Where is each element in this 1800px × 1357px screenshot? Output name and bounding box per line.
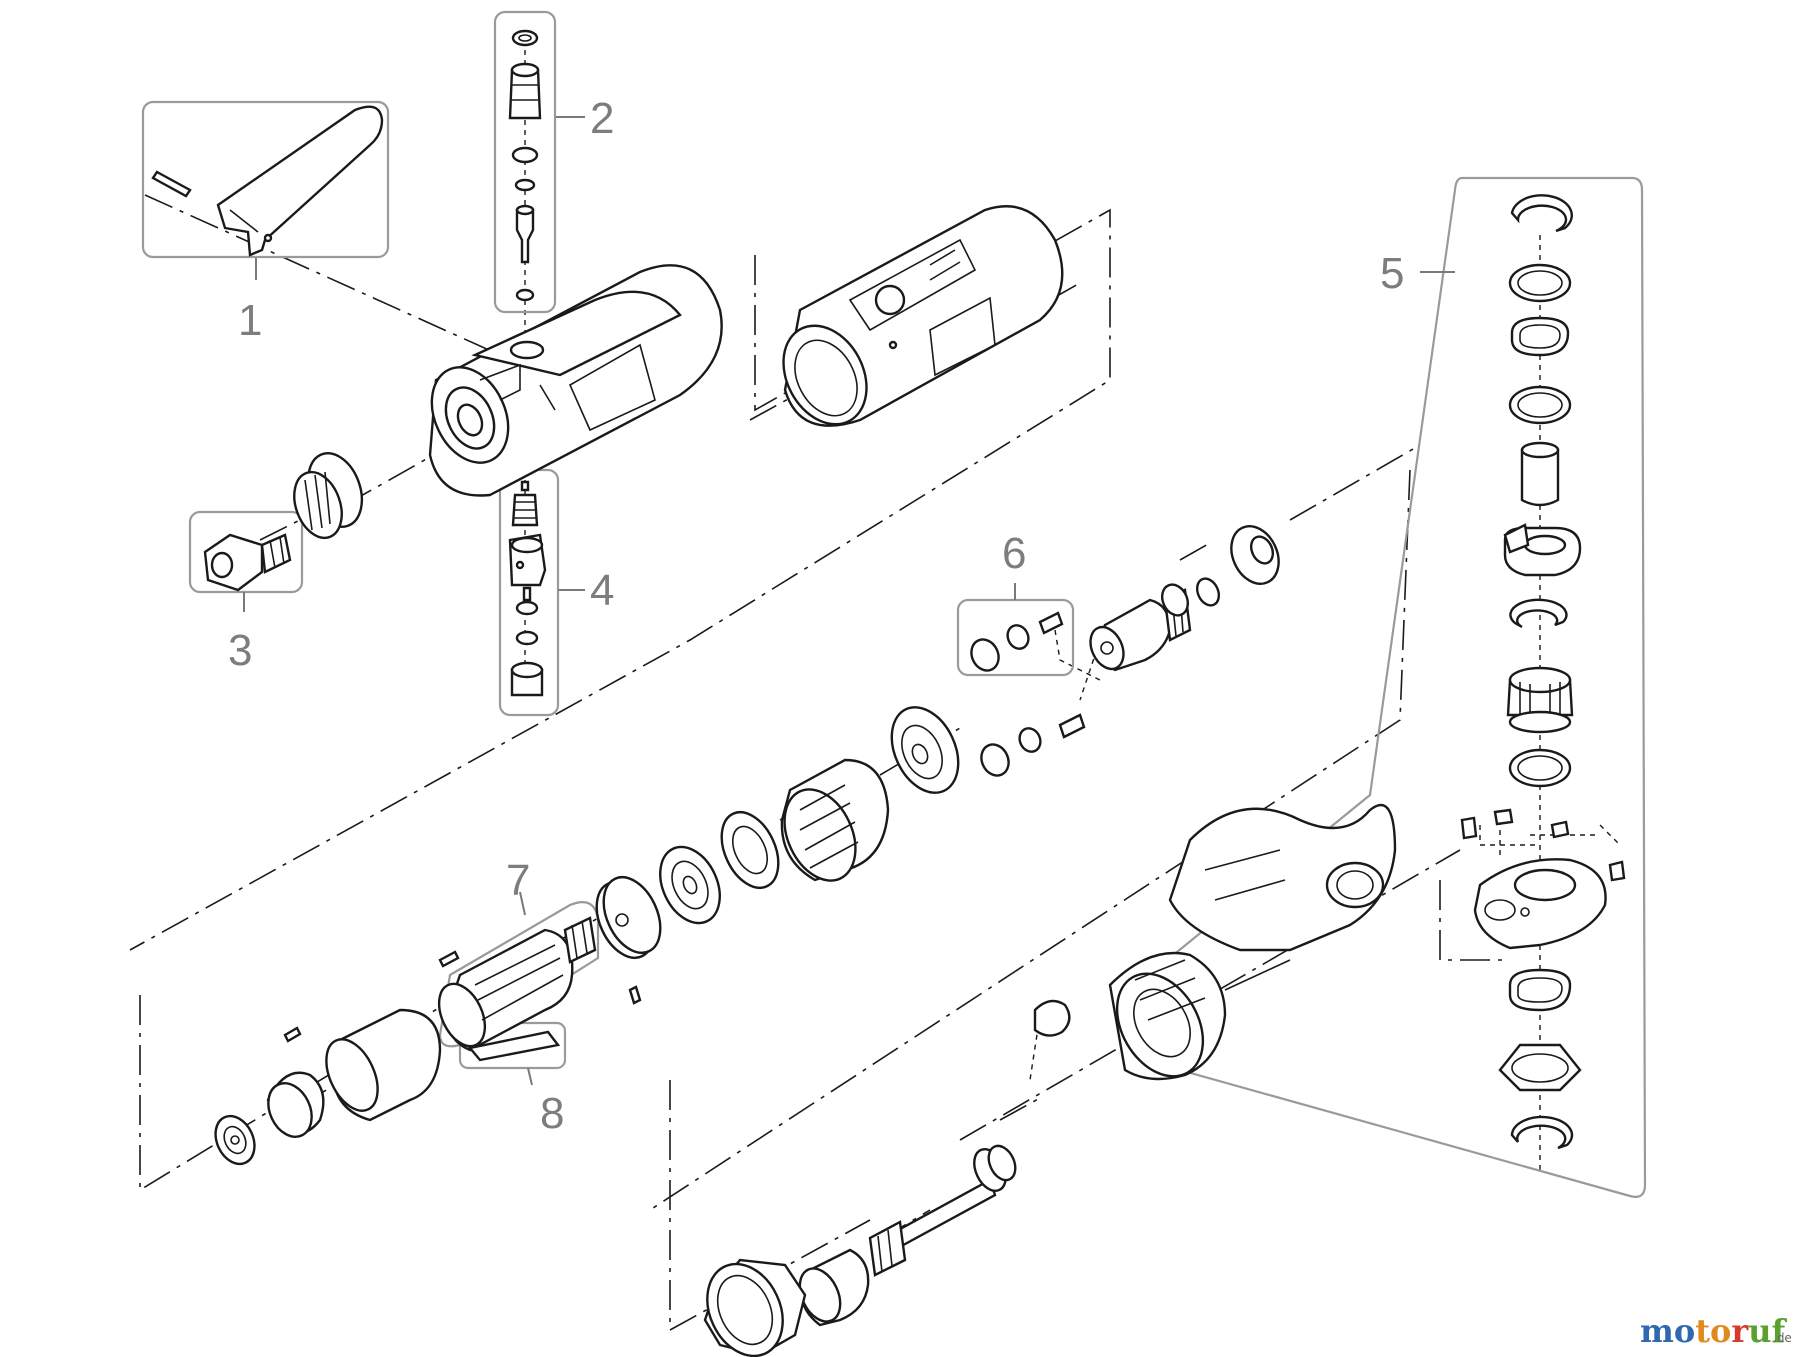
watermark-letter: m (1640, 1312, 1674, 1350)
throttle-valve-stack (508, 29, 542, 302)
callout-8: 8 (540, 1089, 564, 1138)
planet-gears-lower (980, 713, 1086, 777)
inlet-bushing (293, 452, 364, 540)
watermark-logo: motoruf .de (1640, 1312, 1792, 1350)
group-box-3 (188, 510, 304, 594)
callout-3: 3 (228, 626, 252, 675)
callout-2: 2 (590, 94, 614, 143)
motor-housing (428, 264, 723, 497)
grip-sleeve (782, 205, 1064, 427)
svg-text:motoruf: motoruf (1640, 1312, 1787, 1350)
reverse-valve-stack (508, 480, 547, 697)
callout-7: 7 (506, 856, 530, 905)
group-box-2 (493, 10, 557, 314)
callout-5: 5 (1380, 249, 1404, 298)
callout-4: 4 (590, 566, 614, 615)
watermark-letter: o (1710, 1312, 1731, 1350)
air-inlet-fitting (203, 533, 292, 592)
watermark-letter: r (1731, 1312, 1749, 1350)
rotor (437, 916, 642, 1052)
watermark-letter: o (1674, 1312, 1695, 1350)
watermark-suffix: .de (1773, 1331, 1792, 1345)
rotor-vane (467, 1030, 561, 1062)
throttle-lever (151, 105, 384, 257)
ratchet-mechanism-stack (1460, 194, 1626, 1150)
drive-shaft-nut (703, 999, 1071, 1357)
callout-numbers: 1 2 3 4 5 6 7 8 (228, 94, 1404, 1138)
bearings-ring-gear (595, 583, 1190, 959)
ratchet-head (1108, 803, 1397, 1081)
group-boxes (141, 10, 1647, 1198)
planet-gears-upper (970, 611, 1064, 672)
watermark-letter: f (1771, 1312, 1787, 1350)
pawls (1460, 808, 1626, 882)
callout-leaders (243, 116, 1455, 1086)
group-box-5 (1116, 176, 1647, 1198)
callout-6: 6 (1002, 529, 1026, 578)
group-box-1 (141, 100, 390, 259)
callout-1: 1 (238, 296, 262, 345)
lever-pin (151, 170, 192, 198)
group-box-7 (438, 901, 600, 1048)
watermark-letter: u (1748, 1312, 1771, 1350)
watermark-letter: t (1695, 1312, 1710, 1350)
cylinder-endplate (214, 1008, 442, 1166)
